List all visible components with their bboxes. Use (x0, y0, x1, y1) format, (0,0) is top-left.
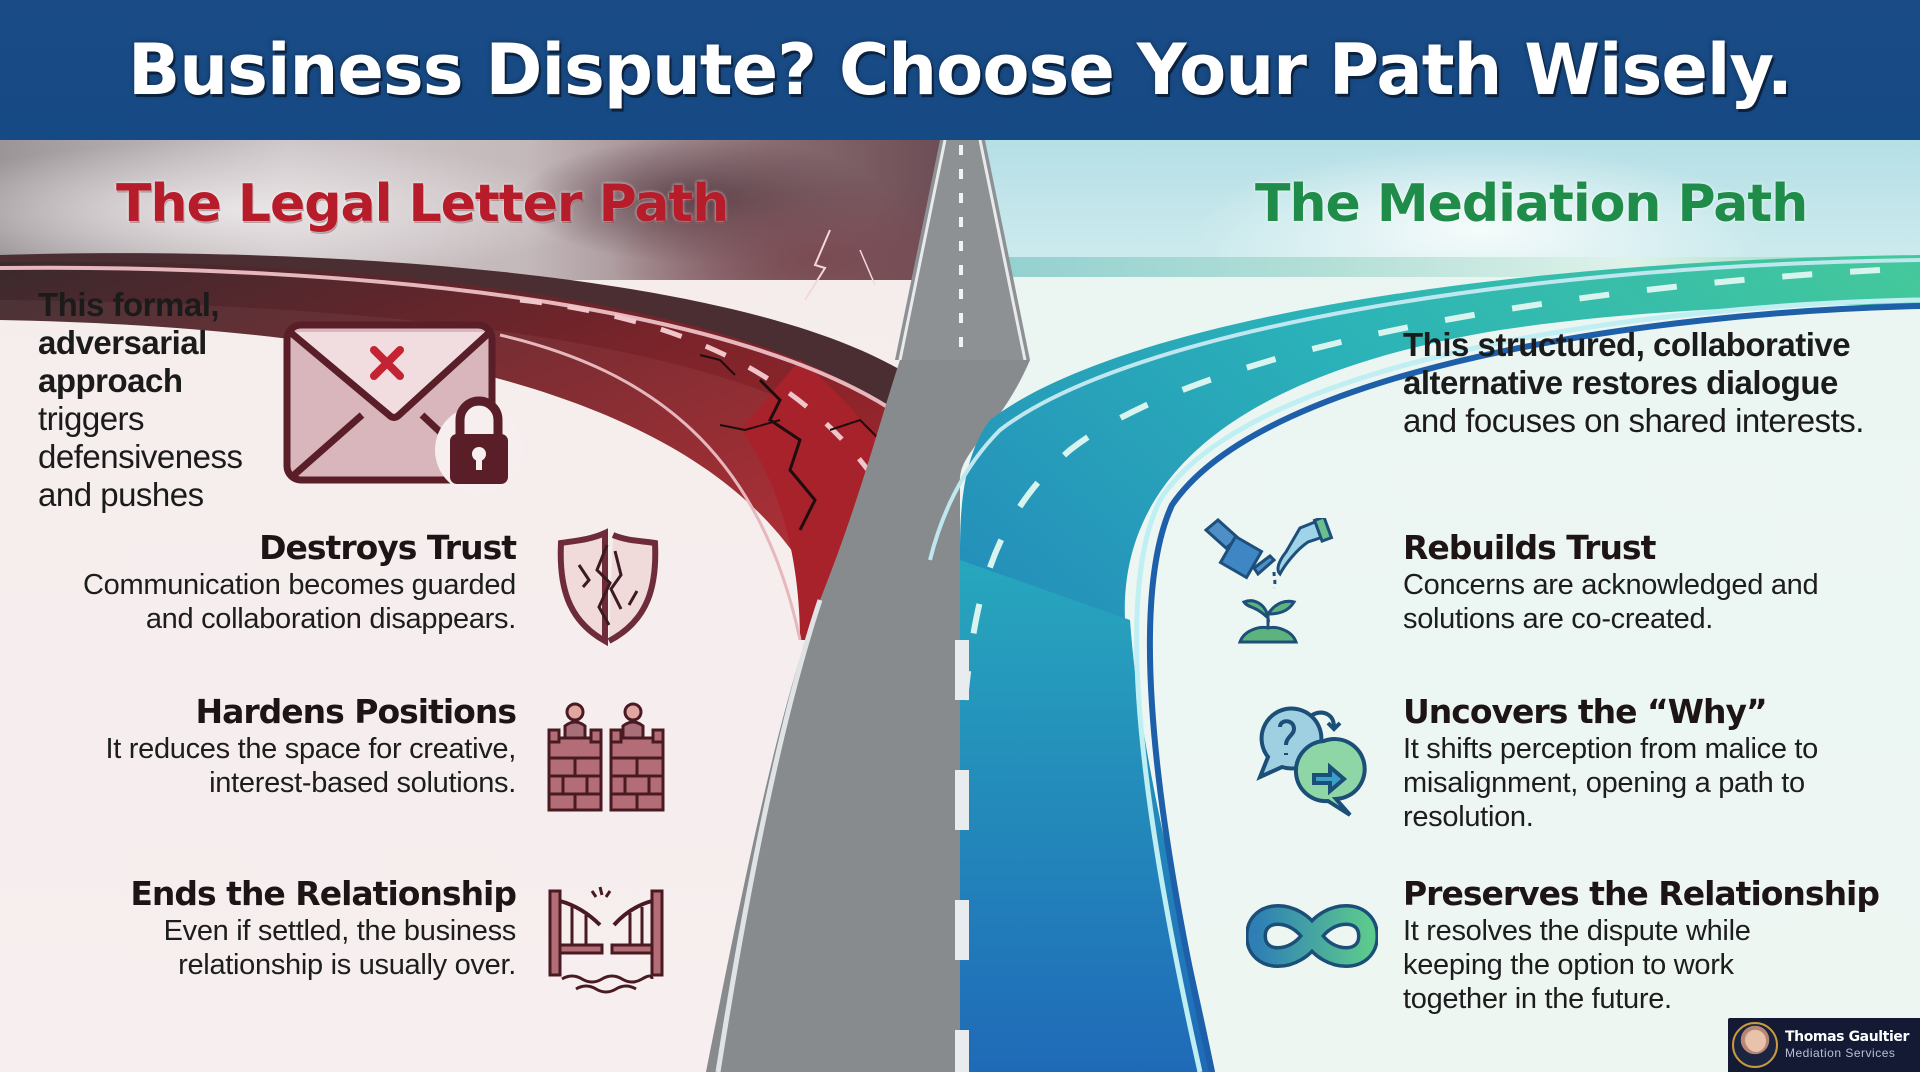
people-behind-walls-icon (547, 702, 665, 812)
mediation-item-preserves-relationship: Preserves the Relationship It resolves t… (1403, 874, 1903, 1016)
item-heading: Uncovers the “Why” (1403, 692, 1768, 731)
avatar (1732, 1022, 1778, 1068)
legal-path-title: The Legal Letter Path (116, 174, 729, 234)
item-heading: Destroys Trust (259, 528, 517, 567)
item-heading: Hardens Positions (195, 692, 518, 731)
item-text: Even if settled, the business relationsh… (163, 915, 517, 981)
mediation-path-intro: This structured, collaborative alternati… (1403, 326, 1883, 440)
question-speech-bubbles-icon (1256, 706, 1367, 817)
legal-path-intro: This formal, adversarial approach trigge… (38, 286, 278, 514)
item-text: It resolves the dispute while keeping th… (1403, 915, 1751, 1015)
item-heading: Preserves the Relationship (1403, 874, 1880, 913)
infinity-icon (1246, 904, 1378, 968)
item-heading: Ends the Relationship (130, 874, 517, 913)
fork-in-road-illustration (0, 140, 1920, 1072)
item-text: It shifts perception from malice to misa… (1403, 733, 1818, 833)
legal-intro-bold: This formal, adversarial approach (38, 286, 220, 399)
legal-item-hardens-positions: Hardens Positions It reduces the space f… (0, 692, 518, 800)
mediation-item-uncovers-why: Uncovers the “Why” It shifts perception … (1403, 692, 1903, 834)
broken-bridge-icon (548, 886, 664, 994)
mediation-path-title: The Mediation Path (1255, 174, 1808, 234)
broken-shield-icon (557, 528, 659, 647)
item-text: Communication becomes guarded and collab… (83, 569, 516, 635)
mediation-intro-rest: and focuses on shared interests. (1403, 402, 1864, 439)
watering-plant-hands-icon (1204, 518, 1334, 644)
item-text: It reduces the space for creative, inter… (105, 733, 516, 799)
clear-sky (960, 140, 1920, 260)
mediation-item-rebuilds-trust: Rebuilds Trust Concerns are acknowledged… (1403, 528, 1903, 636)
header-banner: Business Dispute? Choose Your Path Wisel… (0, 0, 1920, 140)
page-title: Business Dispute? Choose Your Path Wisel… (128, 29, 1793, 111)
legal-item-ends-relationship: Ends the Relationship Even if settled, t… (0, 874, 517, 982)
brand-name: Thomas Gaultier (1785, 1029, 1909, 1045)
lightning-bolt (804, 229, 831, 301)
legal-intro-rest: triggers defensiveness and pushes (38, 400, 243, 513)
item-heading: Rebuilds Trust (1403, 528, 1656, 567)
item-text: Concerns are acknowledged and solutions … (1403, 569, 1819, 635)
brand-subtitle: Mediation Services (1785, 1046, 1896, 1060)
legal-item-destroys-trust: Destroys Trust Communication becomes gua… (0, 528, 517, 636)
branding-badge[interactable]: Thomas Gaultier Mediation Services (1728, 1018, 1920, 1072)
mediation-intro-bold: This structured, collaborative alternati… (1403, 326, 1851, 401)
envelope-x-lock-icon (283, 321, 522, 494)
